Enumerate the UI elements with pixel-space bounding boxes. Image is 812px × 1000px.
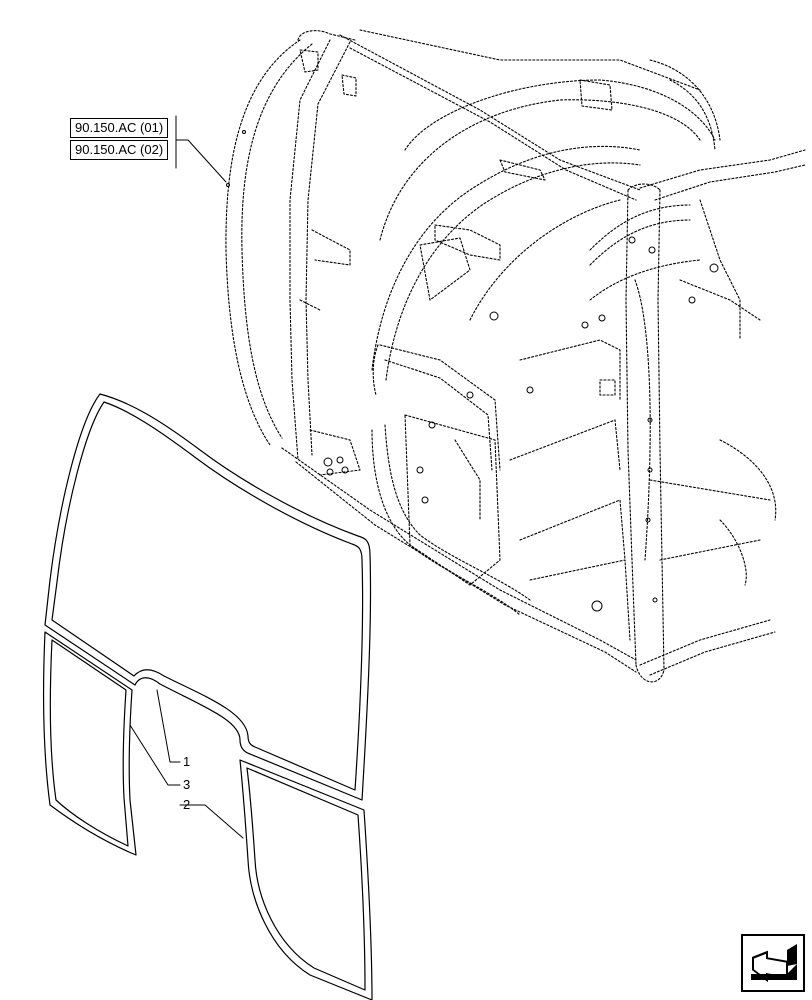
callout-1: 1	[183, 754, 191, 769]
windshield-glass-panel-1	[44, 393, 372, 801]
leader-lines	[129, 115, 244, 839]
lower-glass-panel-2	[239, 759, 373, 1000]
lower-glass-panel-3	[43, 631, 137, 856]
arrow-icon	[751, 944, 797, 983]
reference-box-01[interactable]: 90.150.AC (01)	[70, 118, 169, 138]
cab-frame	[225, 29, 806, 683]
frame-fastener-holes	[226, 130, 719, 612]
callout-2: 2	[183, 797, 191, 812]
reference-box-02[interactable]: 90.150.AC (02)	[70, 140, 169, 160]
callout-3: 3	[183, 777, 191, 792]
page-navigation-arrow-icon[interactable]	[741, 934, 805, 992]
